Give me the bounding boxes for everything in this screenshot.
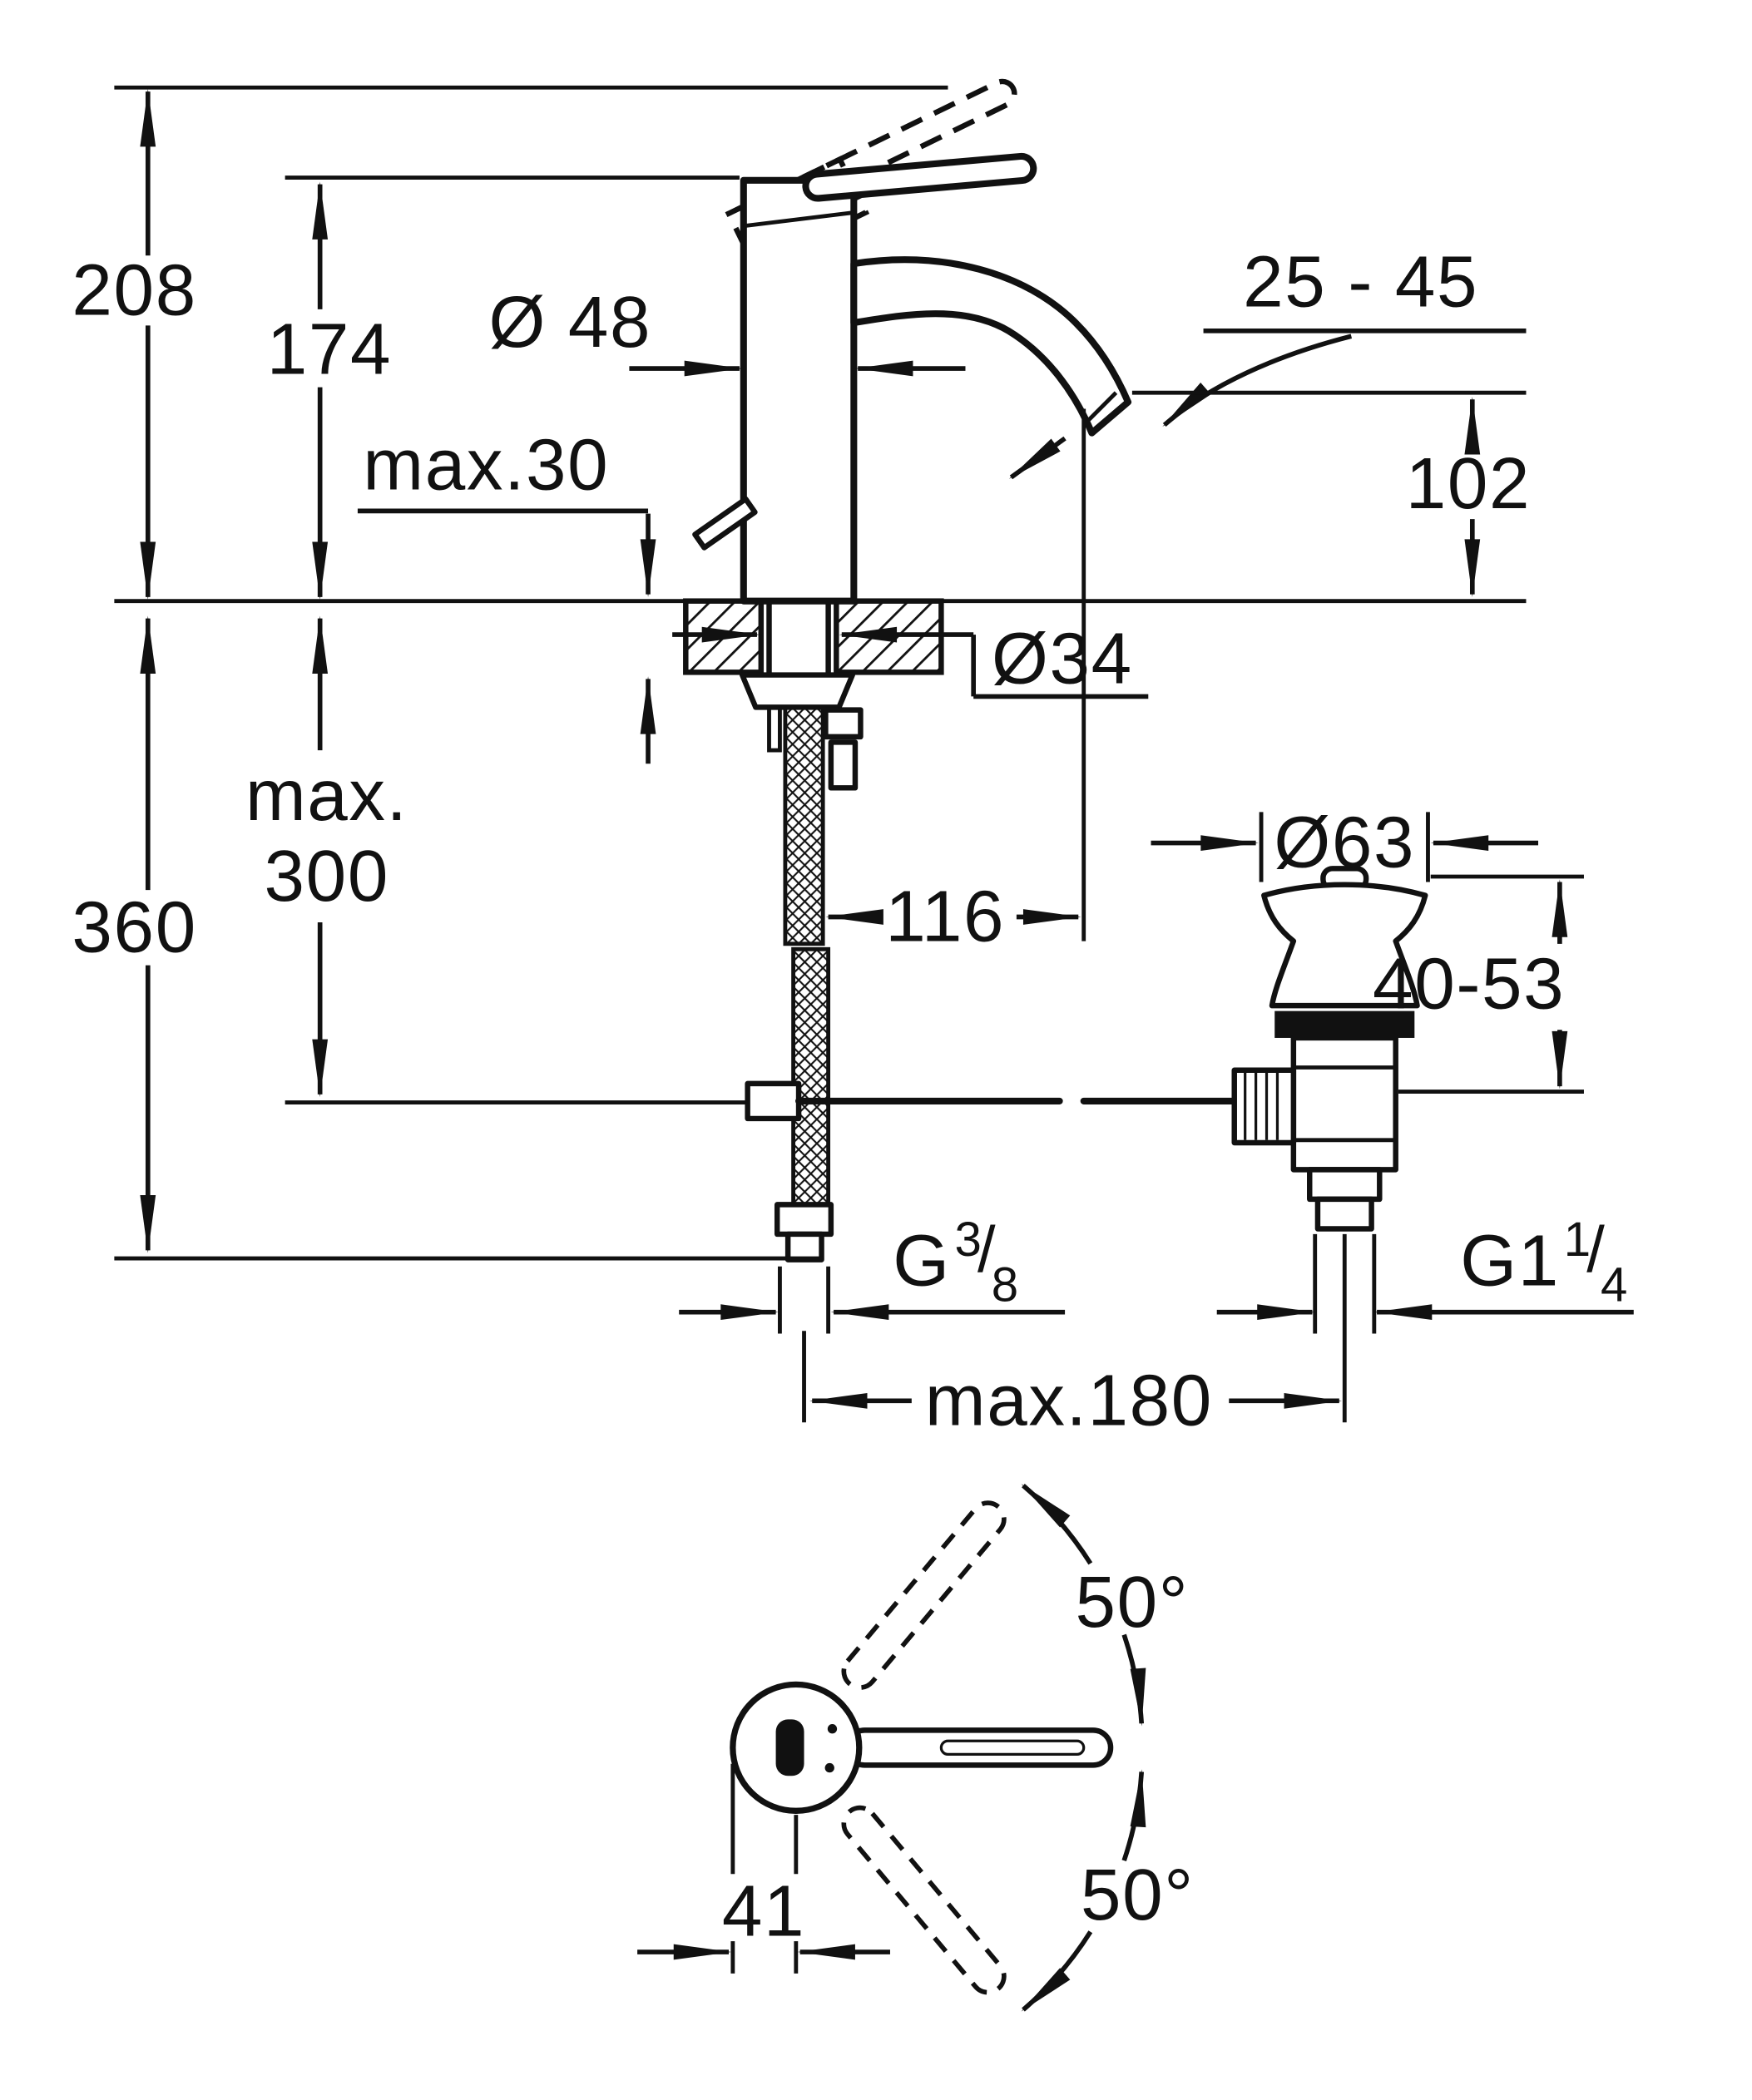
dim-install-depth: 360 xyxy=(72,615,824,1261)
dim-swing-upper: 50° xyxy=(1021,1484,1189,1727)
handle-top-view: 50° 50° 41 xyxy=(637,1484,1195,2012)
cartridge-mark xyxy=(775,1719,804,1776)
aerator-line xyxy=(1081,391,1118,427)
dim-swing-lower: 50° xyxy=(1021,1769,1195,2012)
thread-slash: / xyxy=(977,1214,997,1286)
supply-hose-lower xyxy=(791,946,831,1210)
dim-body-height: 174 xyxy=(267,175,740,600)
faucet-side-view xyxy=(692,78,1132,605)
waste-tailpiece-thread xyxy=(1314,1196,1374,1232)
waste-flange-dome xyxy=(1261,882,1428,1009)
dim-center-distance: max.180 xyxy=(802,1233,1347,1440)
faucet-body xyxy=(740,176,858,605)
lever-dashed-outline xyxy=(841,1500,1007,1690)
label-handle-offset: 41 xyxy=(722,1871,805,1952)
waste-tailpiece-nut xyxy=(1307,1167,1383,1203)
label-total-height: 208 xyxy=(72,250,196,330)
label-waste-clamp: 40-53 xyxy=(1373,943,1565,1024)
popup-rod-joint xyxy=(745,1080,802,1122)
dim-spout-reach: 116 xyxy=(825,408,1086,957)
dim-jet-angle: 25 - 45 xyxy=(1008,242,1527,480)
label-jet-angle: 25 - 45 xyxy=(1243,242,1478,323)
label-body-dia: Ø 48 xyxy=(488,282,651,363)
mounting-shank xyxy=(766,598,831,681)
dim-deck-thickness: max.30 xyxy=(357,425,656,764)
hose-fitting-lower xyxy=(828,739,859,791)
label-swing-upper: 50° xyxy=(1075,1562,1189,1643)
label-swing-lower: 50° xyxy=(1081,1855,1195,1935)
lever-top-view xyxy=(844,1727,1114,1768)
handle-lever xyxy=(802,152,1037,202)
waste-gasket xyxy=(1274,1010,1415,1038)
mounting-washer xyxy=(739,672,855,710)
lever-upper-dashed xyxy=(841,1500,1007,1690)
thread-prefix: G1 xyxy=(1460,1220,1560,1301)
thread-sub: 4 xyxy=(1601,1258,1629,1312)
dimensions: 208 174 Ø 48 max.30 25 - 45 xyxy=(72,85,1634,1440)
lever-lower-dashed xyxy=(841,1805,1007,1995)
thread-sub: 8 xyxy=(992,1258,1020,1312)
detail-dot xyxy=(827,1724,838,1734)
waste-body xyxy=(1290,1035,1398,1173)
dim-body-diameter: Ø 48 xyxy=(488,282,966,377)
label-waste-flange-dia: Ø63 xyxy=(1274,803,1415,883)
lever-slot xyxy=(939,1739,1086,1757)
waste-set xyxy=(1231,866,1428,1232)
label-center-distance: max.180 xyxy=(925,1360,1213,1440)
dim-hose-length: max. 300 xyxy=(245,615,748,1104)
thread-sup: 3 xyxy=(955,1213,983,1267)
thread-sup: 1 xyxy=(1564,1213,1592,1267)
label-deck-thickness: max.30 xyxy=(363,425,609,506)
jet-direction-arrow xyxy=(1008,436,1067,480)
hose-end-tip xyxy=(784,1231,824,1262)
under-deck-assembly xyxy=(739,598,1241,1262)
popup-pull-lever xyxy=(692,496,758,551)
label-hole-dia: Ø34 xyxy=(992,618,1133,699)
body-collar-line xyxy=(743,210,854,229)
label-hose-300: 300 xyxy=(265,836,389,917)
detail-dot xyxy=(824,1762,834,1773)
angle-arc xyxy=(1021,1484,1093,1565)
dim-total-height: 208 xyxy=(72,88,196,600)
angle-arc xyxy=(1121,1769,1146,1862)
supply-hose-upper xyxy=(783,697,825,946)
waste-knurled-knob xyxy=(1231,1067,1297,1146)
label-install-depth: 360 xyxy=(72,887,196,968)
label-spout-height: 102 xyxy=(1406,443,1531,524)
label-hose-max: max. xyxy=(245,755,408,836)
hose-end-nut xyxy=(774,1202,834,1238)
curved-leader xyxy=(1162,334,1353,427)
label-body-height: 174 xyxy=(267,309,392,390)
angle-arc xyxy=(1121,1633,1146,1727)
dim-waste-clamp: 40-53 xyxy=(1373,874,1584,1094)
dim-waste-flange: Ø63 xyxy=(1151,803,1539,883)
dim-spout-height: 102 xyxy=(1131,390,1531,597)
thread-slash: / xyxy=(1586,1214,1606,1286)
angle-arc xyxy=(1021,1930,1093,2012)
dim-handle-offset: 41 xyxy=(637,1763,890,1974)
dim-hole-diameter: Ø34 xyxy=(672,618,1149,699)
label-spout-reach: 116 xyxy=(885,877,1005,957)
mounting-stud xyxy=(767,704,782,753)
lever-dashed-outline xyxy=(841,1805,1007,1995)
thread-prefix: G xyxy=(893,1220,951,1301)
spout xyxy=(850,256,1132,437)
hose-fitting-upper xyxy=(823,707,864,740)
